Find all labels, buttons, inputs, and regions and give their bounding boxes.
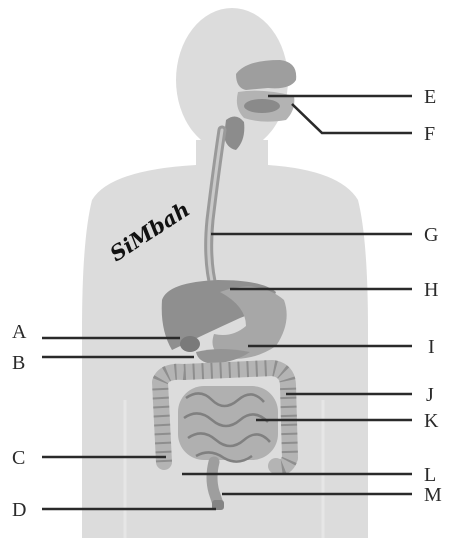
small-intestine-mass — [178, 386, 278, 460]
leader-line-f — [292, 104, 412, 133]
label-f: F — [424, 123, 435, 145]
label-b: B — [12, 352, 25, 374]
label-c: C — [12, 447, 25, 469]
label-a: A — [12, 321, 27, 343]
label-k: K — [424, 410, 439, 432]
label-d: D — [12, 499, 26, 521]
label-i: I — [428, 336, 435, 358]
label-m: M — [424, 484, 442, 506]
small-intestine — [178, 386, 278, 462]
rectum — [212, 462, 218, 504]
label-l: L — [424, 464, 436, 486]
label-h: H — [424, 279, 438, 301]
label-j: J — [426, 384, 434, 406]
label-e: E — [424, 86, 436, 108]
tongue — [244, 99, 280, 113]
label-g: G — [424, 224, 438, 246]
gallbladder — [180, 336, 200, 352]
